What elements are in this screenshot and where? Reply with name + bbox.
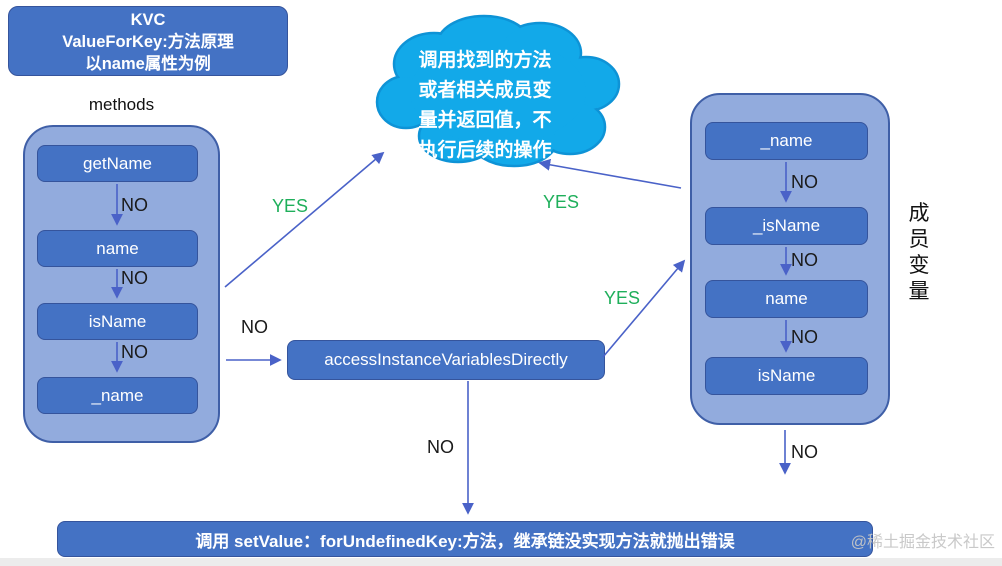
node-access-instance-variables-directly: accessInstanceVariablesDirectly: [287, 340, 605, 380]
member-variables-label: 成员变量: [908, 202, 930, 303]
edge-label-yes-right-to-cloud: YES: [543, 192, 580, 212]
arrow-left-panel-to-cloud: [224, 151, 385, 288]
node-underscore-name-ivar: _name: [705, 122, 868, 160]
edge-label-no-ivar-1: NO: [791, 172, 818, 192]
cloud-shape: [375, 14, 621, 168]
edge-label-no-getname-name: NO: [121, 195, 148, 215]
diagram-title: KVC ValueForKey:方法原理 以name属性为例: [8, 6, 288, 76]
cloud-text: 调用找到的方法 或者相关成员变 量并返回值，不 执行后续的操作: [380, 46, 590, 166]
node-getname: getName: [37, 145, 198, 182]
node-isname-ivar: isName: [705, 357, 868, 395]
edge-label-yes-left-to-cloud: YES: [272, 196, 309, 216]
node-underscore-name-method: _name: [37, 377, 198, 414]
edge-label-no-right-panel-bottom: NO: [791, 442, 818, 462]
edge-label-yes-access-to-right: YES: [604, 288, 641, 308]
title-line-2: ValueForKey:方法原理: [62, 33, 234, 51]
edge-label-no-isname-underscorename: NO: [121, 342, 148, 362]
edge-label-no-name-isname: NO: [121, 268, 148, 288]
title-line-3: 以name属性为例: [85, 55, 211, 73]
cloud-line-1: 调用找到的方法: [418, 50, 552, 71]
node-name-ivar: name: [705, 280, 868, 318]
methods-label: methods: [88, 95, 155, 114]
node-isname-method: isName: [37, 303, 198, 340]
cloud-line-4: 执行后续的操作: [418, 140, 552, 161]
edge-label-no-ivar-3: NO: [791, 327, 818, 347]
node-underscore-isname-ivar: _isName: [705, 207, 868, 245]
edge-label-no-access-to-bottom: NO: [427, 437, 454, 457]
edge-label-no-left-to-access: NO: [241, 317, 268, 337]
node-name-method: name: [37, 230, 198, 267]
title-line-1: KVC: [130, 11, 166, 29]
bottom-strip: [0, 558, 1002, 566]
undefined-key-error-box: 调用 setValue：forUndefinedKey:方法，继承链没实现方法就…: [57, 521, 873, 557]
watermark: @稀土掘金技术社区: [850, 534, 995, 551]
arrow-access-to-right-panel: [602, 259, 686, 358]
cloud-line-2: 或者相关成员变: [418, 80, 552, 101]
edge-label-no-ivar-2: NO: [791, 250, 818, 270]
cloud-line-3: 量并返回值，不: [418, 110, 552, 131]
